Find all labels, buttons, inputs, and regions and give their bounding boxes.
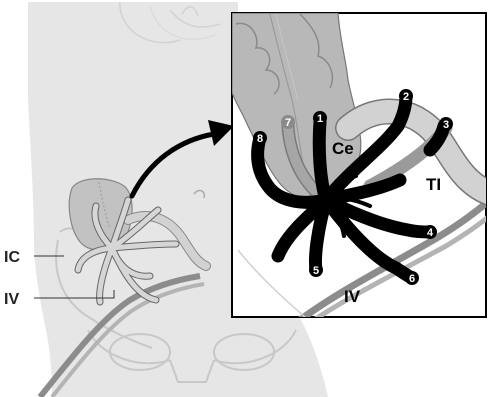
loop-1	[319, 122, 326, 200]
ic-label: IC	[4, 249, 20, 266]
loop-4-tip: 4	[423, 225, 437, 239]
loop-2-label: 2	[403, 91, 409, 103]
loop-8-tip: 8	[253, 131, 267, 145]
loop-6-tip: 6	[405, 271, 419, 285]
iv-label: IV	[4, 291, 19, 308]
loop-3-label: 3	[443, 119, 449, 131]
loop-5-tip: 5	[309, 263, 323, 277]
ti-label: TI	[426, 175, 441, 194]
loop-7-tip: 7	[281, 115, 295, 129]
ce-label: Ce	[332, 139, 354, 158]
loop-6-label: 6	[409, 273, 415, 285]
loop-2-tip: 2	[399, 89, 413, 103]
loop-1-label: 1	[317, 113, 323, 125]
loop-3-tip: 3	[439, 117, 453, 131]
loop-4-label: 4	[427, 227, 434, 239]
loop-1-tip: 1	[313, 111, 327, 125]
loop-8-label: 8	[257, 133, 263, 145]
inset-panel: 1 2 3 4 5 6 7 8 Ce TI IV	[232, 13, 494, 320]
loop-7-label: 7	[285, 117, 291, 129]
loop-5-label: 5	[313, 265, 319, 277]
iv-inset-label: IV	[344, 287, 361, 306]
